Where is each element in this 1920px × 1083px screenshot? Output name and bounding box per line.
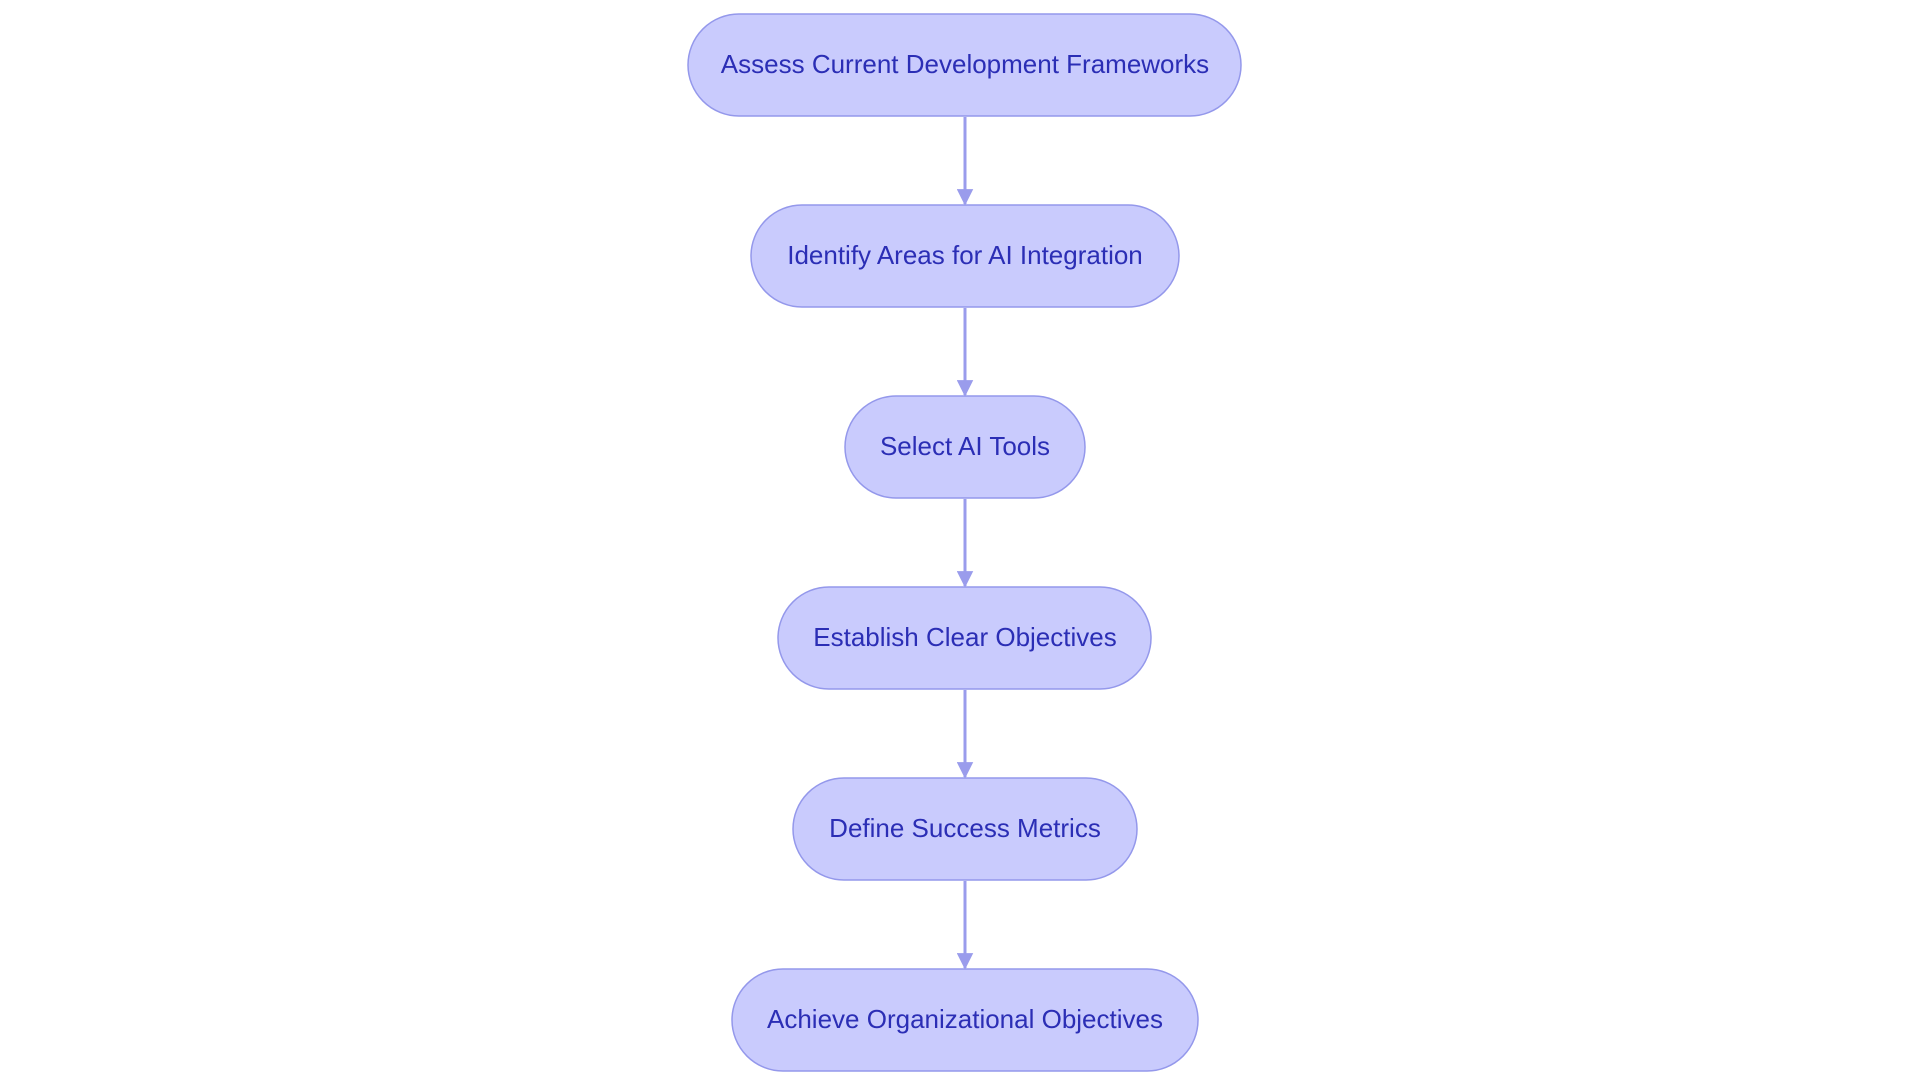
flowchart-step-3: Select AI Tools [844,395,1086,499]
flowchart-step-6: Achieve Organizational Objectives [731,968,1199,1072]
step-5-shape [792,777,1138,881]
step-3-label: Select AI Tools [880,431,1050,461]
flowchart-step-2: Identify Areas for AI Integration [750,204,1180,308]
step-2-label: Identify Areas for AI Integration [787,240,1143,270]
step-5-label: Define Success Metrics [829,813,1101,843]
flowchart-step-1: Assess Current Development Frameworks [687,13,1242,117]
step-1-shape [687,13,1242,117]
step-1-label: Assess Current Development Frameworks [721,49,1209,79]
flowchart-step-5: Define Success Metrics [792,777,1138,881]
step-3-shape [844,395,1086,499]
step-6-shape [731,968,1199,1072]
step-4-label: Establish Clear Objectives [813,622,1116,652]
step-4-shape [777,586,1152,690]
step-2-shape [750,204,1180,308]
flowchart-step-4: Establish Clear Objectives [777,586,1152,690]
step-6-label: Achieve Organizational Objectives [767,1004,1163,1034]
